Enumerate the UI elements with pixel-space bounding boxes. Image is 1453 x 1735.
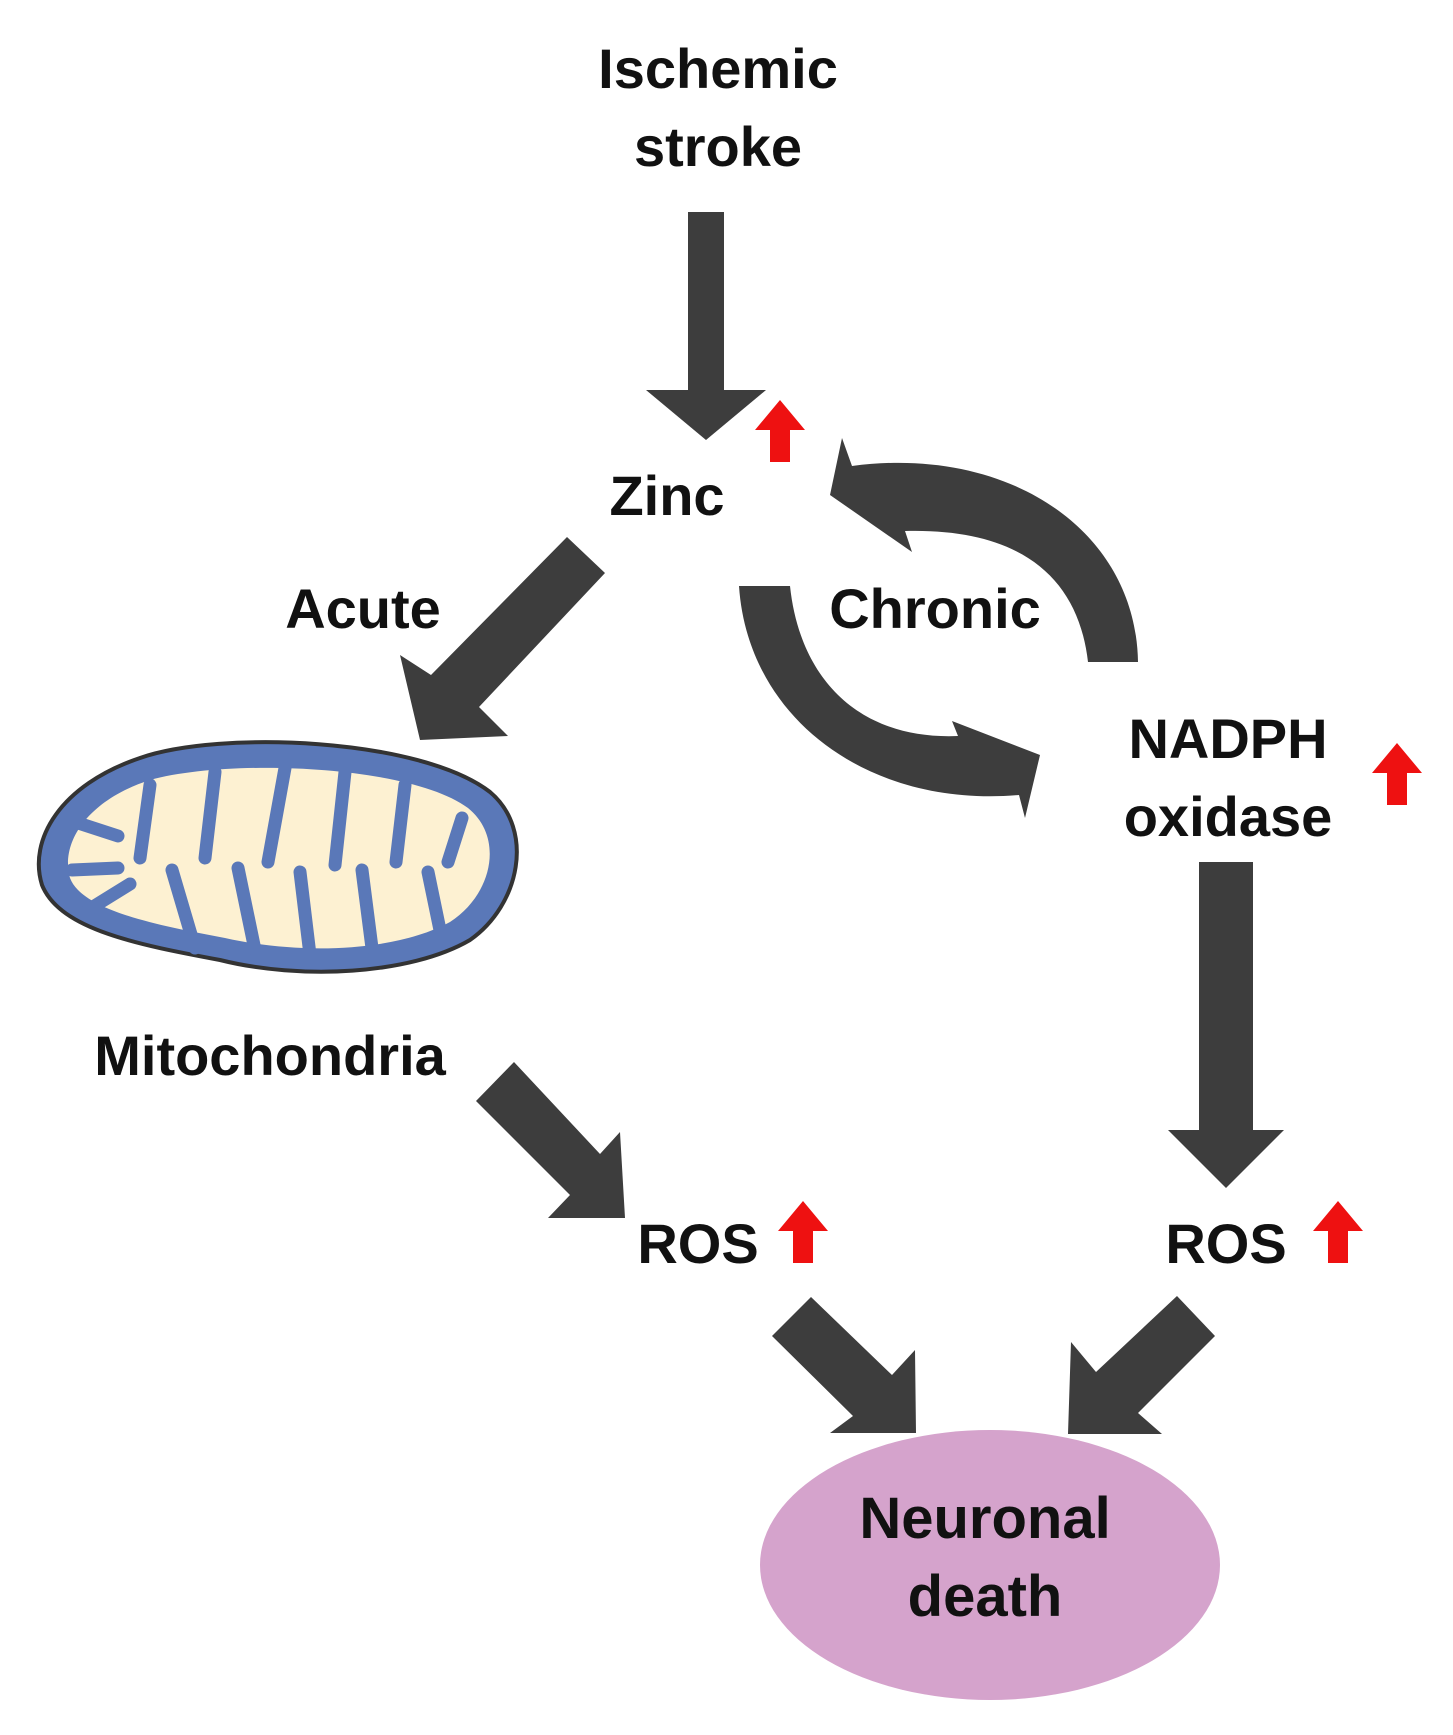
up-arrow-icon [755,400,805,462]
neuronal-death-label-line1: Neuronal [859,1486,1110,1551]
neuronal-death-node [760,1430,1220,1700]
chronic-label: Chronic [829,577,1041,640]
nadph-label-line2: oxidase [1124,785,1333,848]
arrow-nadph-to-zinc [830,438,1138,662]
neuronal-death-label-line2: death [908,1564,1063,1629]
ischemic-stroke-label-line1: Ischemic [598,37,838,100]
ros-left-label: ROS [637,1212,758,1275]
mitochondria-label: Mitochondria [94,1024,446,1087]
zinc-label: Zinc [609,464,724,527]
arrow-zinc-to-nadph [739,586,1040,818]
up-arrow-icon [778,1201,828,1263]
arrow-ros-right-to-death [1068,1296,1215,1434]
arrow-nadph-to-ros [1168,862,1284,1188]
ros-right-label: ROS [1165,1212,1286,1275]
arrow-stroke-to-zinc [646,212,766,440]
mitochondrion-icon [36,740,519,974]
arrow-mitochondria-to-ros [476,1062,625,1218]
acute-label: Acute [285,577,441,640]
arrow-ros-left-to-death [772,1297,916,1433]
up-arrow-icon [1372,743,1422,805]
up-arrow-icon [1313,1201,1363,1263]
ischemic-stroke-label-line2: stroke [634,115,802,178]
nadph-label-line1: NADPH [1128,707,1327,770]
arrow-zinc-to-mitochondria [400,537,605,740]
